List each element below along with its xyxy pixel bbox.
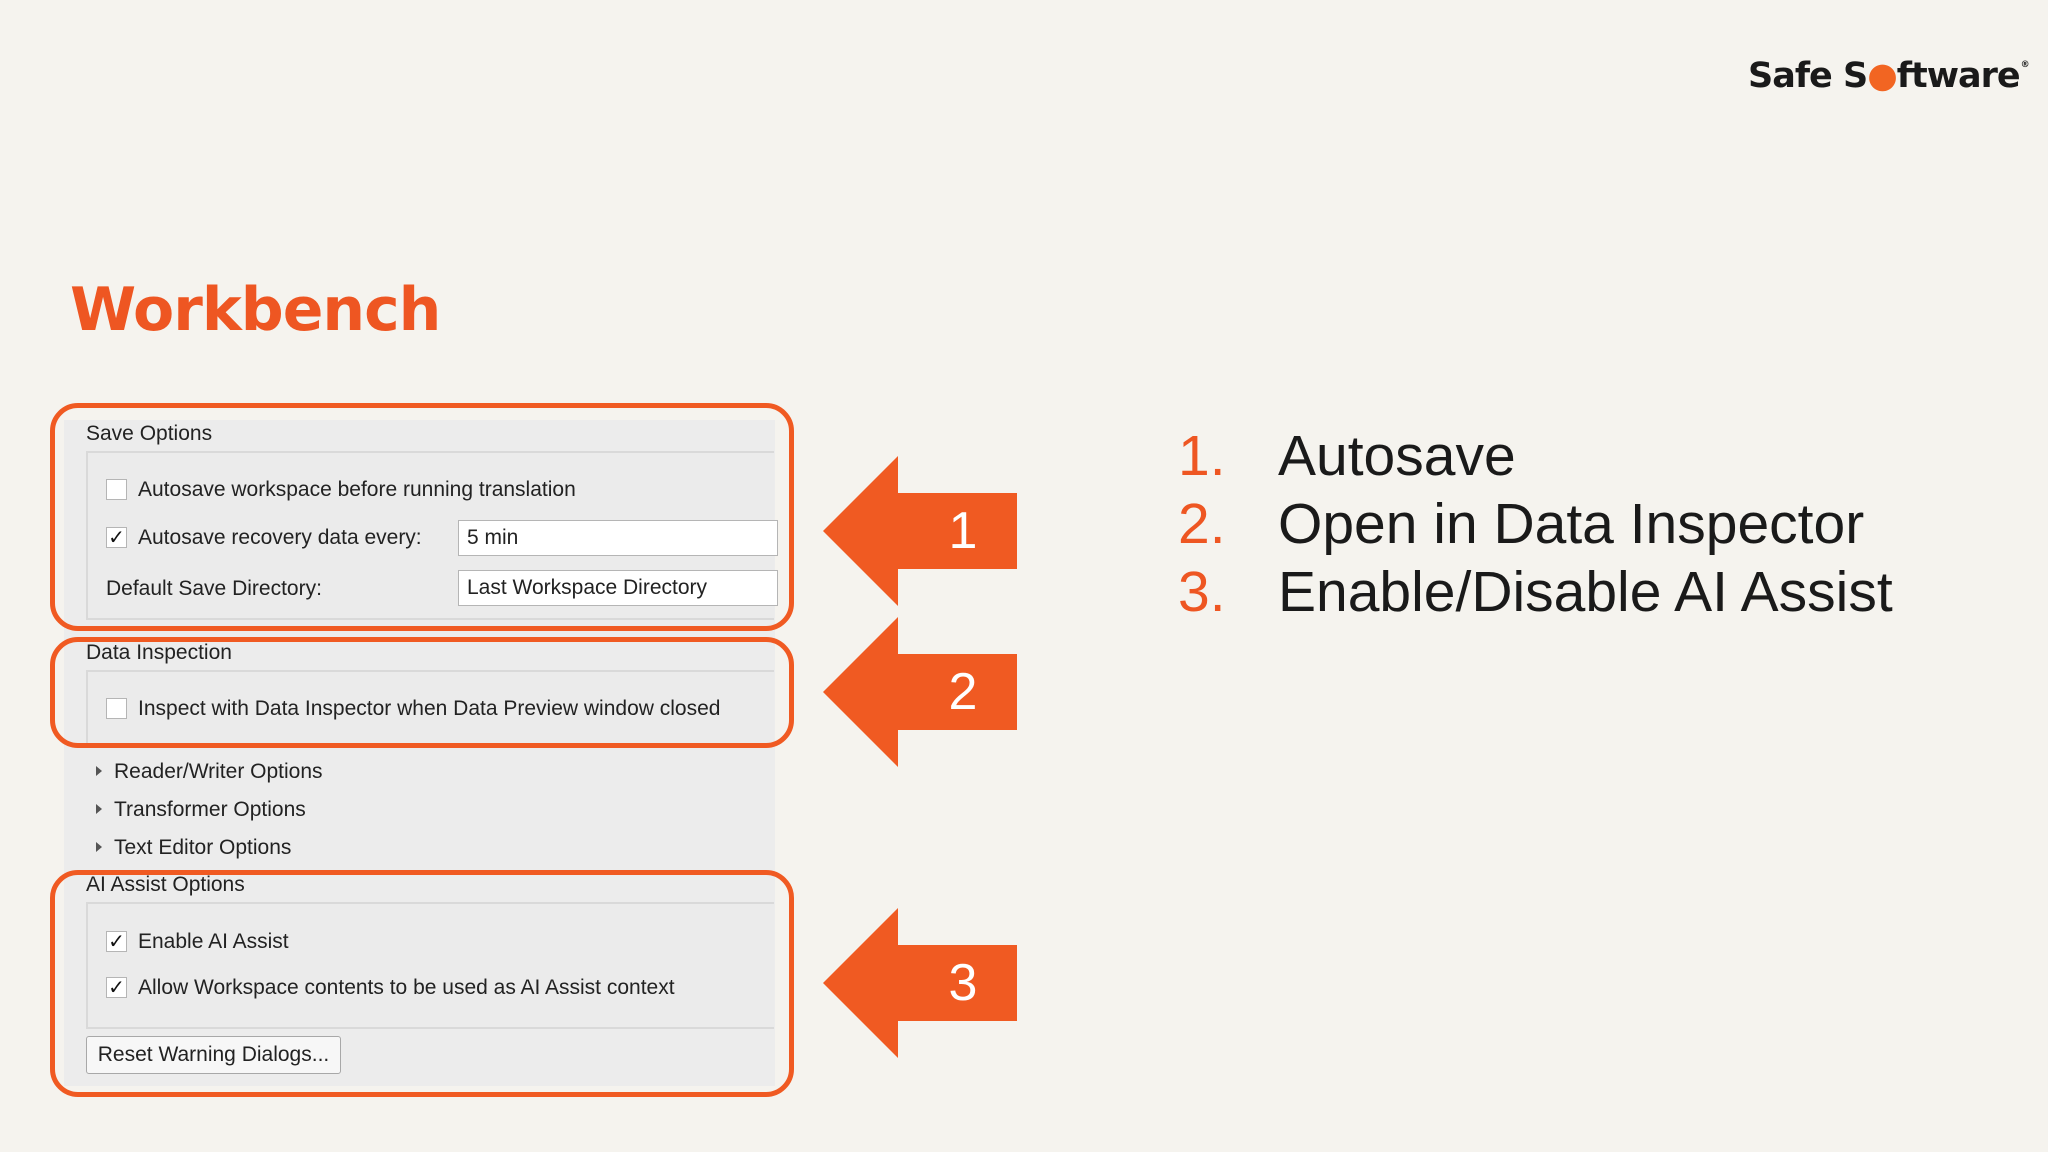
- data-inspection-group: [86, 670, 774, 746]
- left-arrow-icon: [823, 617, 1017, 767]
- inspect-on-close-label: Inspect with Data Inspector when Data Pr…: [138, 697, 721, 720]
- callout-arrow-1: 1: [823, 456, 1017, 606]
- autosave-recovery-checkbox[interactable]: ✓: [106, 527, 127, 548]
- highlight-frame-save: [50, 403, 794, 631]
- autosave-workspace-checkbox[interactable]: [106, 479, 127, 500]
- highlight-frame-inspection: [50, 637, 794, 748]
- callout-number-2: 2: [948, 663, 978, 721]
- callout-arrow-3: 3: [823, 908, 1017, 1058]
- expand-triangle-icon: [96, 842, 102, 852]
- ai-assist-options-group: [86, 902, 774, 1029]
- allow-ai-context-label: Allow Workspace contents to be used as A…: [138, 976, 675, 999]
- callout-number-3: 3: [948, 954, 978, 1012]
- ai-assist-options-label: AI Assist Options: [86, 873, 245, 896]
- autosave-recovery-label: Autosave recovery data every:: [138, 526, 422, 549]
- transformer-options-item[interactable]: Transformer Options: [96, 798, 306, 822]
- default-save-directory-select[interactable]: Last Workspace Directory: [458, 570, 778, 606]
- reader-writer-options-item[interactable]: Reader/Writer Options: [96, 760, 323, 784]
- data-inspection-label: Data Inspection: [86, 641, 232, 664]
- list-item: 2.Open in Data Inspector: [1178, 492, 1865, 556]
- autosave-interval-field[interactable]: 5 min: [458, 520, 778, 556]
- callout-number-1: 1: [948, 502, 978, 560]
- save-options-label: Save Options: [86, 422, 213, 445]
- default-save-directory-label: Default Save Directory:: [106, 577, 322, 600]
- highlight-frame-ai: [50, 870, 794, 1097]
- slide-title: Workbench: [70, 275, 441, 345]
- enable-ai-assist-label: Enable AI Assist: [138, 930, 289, 953]
- left-arrow-icon: [823, 908, 1017, 1058]
- list-item: 1.Autosave: [1178, 424, 1516, 488]
- safe-software-logo: Safe S●ftware®: [1748, 56, 2030, 96]
- text-editor-options-item[interactable]: Text Editor Options: [96, 836, 291, 860]
- callout-arrow-2: 2: [823, 617, 1017, 767]
- list-item: 3.Enable/Disable AI Assist: [1178, 560, 1893, 624]
- allow-ai-context-checkbox[interactable]: ✓: [106, 977, 127, 998]
- inspect-on-close-checkbox[interactable]: [106, 698, 127, 719]
- reset-warning-dialogs-button[interactable]: Reset Warning Dialogs...: [86, 1036, 341, 1074]
- enable-ai-assist-checkbox[interactable]: ✓: [106, 931, 127, 952]
- autosave-workspace-label: Autosave workspace before running transl…: [138, 478, 576, 501]
- left-arrow-icon: [823, 456, 1017, 606]
- feature-list: 1.Autosave 2.Open in Data Inspector 3.En…: [1178, 422, 1893, 626]
- expand-triangle-icon: [96, 766, 102, 776]
- expand-triangle-icon: [96, 804, 102, 814]
